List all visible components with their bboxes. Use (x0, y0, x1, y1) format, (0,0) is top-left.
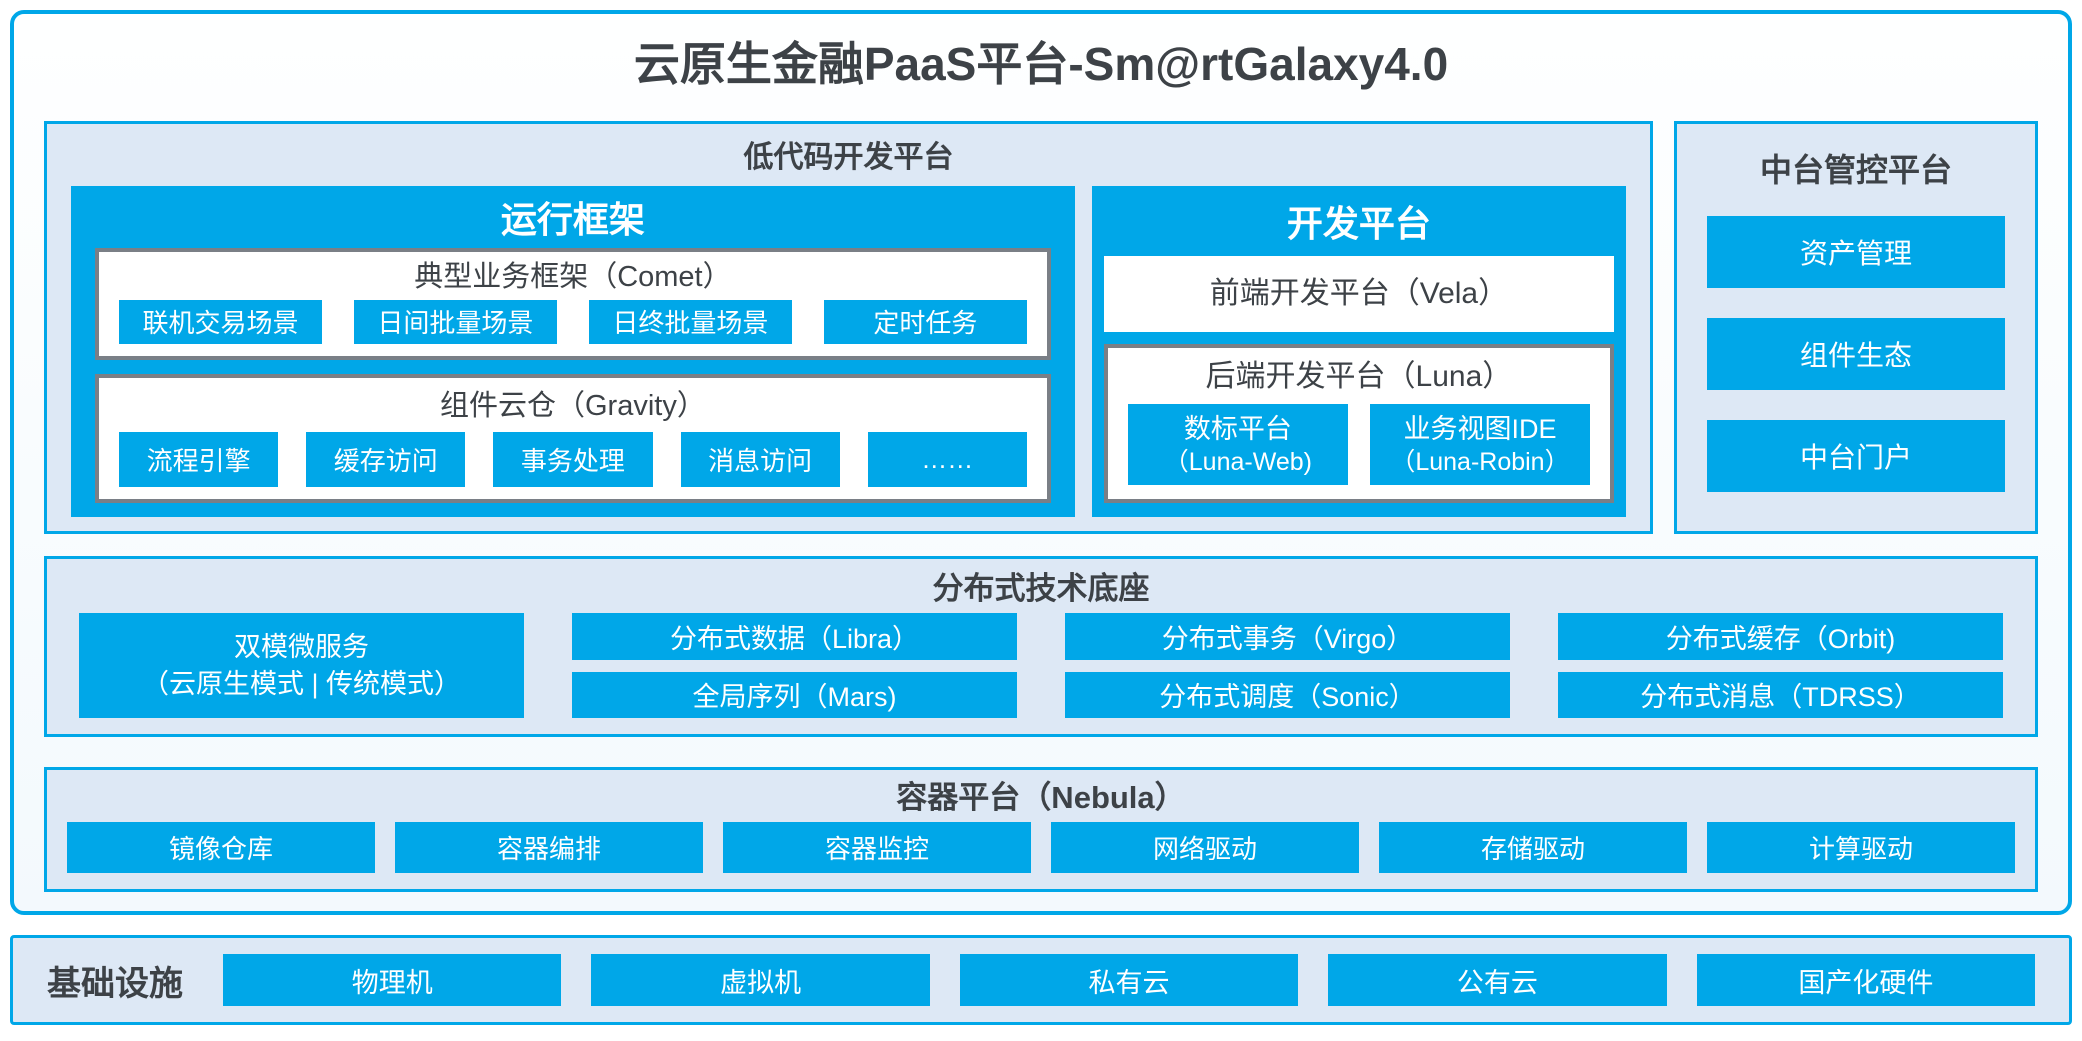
gravity-component-box: 组件云仓（Gravity） 流程引擎 缓存访问 事务处理 消息访问 …… (95, 373, 1051, 503)
distributed-col-dual-mode: 双模微服务 （云原生模式 | 传统模式） (79, 613, 524, 718)
dev-platform-block: 开发平台 前端开发平台（Vela） 后端开发平台（Luna） 数标平台 （Lun… (1091, 186, 1626, 517)
runtime-framework-title: 运行框架 (500, 199, 645, 240)
container-platform-panel: 容器平台（Nebula） 镜像仓库 容器编排 容器监控 网络驱动 存储驱动 计算… (44, 767, 2038, 892)
infrastructure-panel: 基础设施 物理机 虚拟机 私有云 公有云 国产化硬件 (10, 935, 2072, 1025)
block-cache-access: 缓存访问 (306, 431, 466, 487)
block-online-transaction-scenario: 联机交易场景 (119, 300, 322, 344)
block-container-monitoring: 容器监控 (723, 822, 1031, 873)
block-network-driver: 网络驱动 (1051, 822, 1359, 873)
block-frontend-vela: 前端开发平台（Vela） (1103, 256, 1614, 332)
luna-web-line2: （Luna-Web) (1163, 447, 1312, 476)
block-scheduled-task: 定时任务 (823, 300, 1027, 344)
comet-framework-box: 典型业务框架（Comet） 联机交易场景 日间批量场景 日终批量场景 定时任务 (95, 248, 1051, 360)
block-public-cloud: 公有云 (1328, 954, 1667, 1006)
gravity-items-row: 流程引擎 缓存访问 事务处理 消息访问 …… (119, 431, 1027, 487)
midplatform-header: 中台管控平台 (1759, 152, 1952, 188)
distributed-grid: 双模微服务 （云原生模式 | 传统模式） 分布式数据（Libra） 全局序列（M… (79, 613, 2003, 718)
container-platform-header: 容器平台（Nebula） (896, 780, 1186, 815)
block-container-orchestration: 容器编排 (395, 822, 703, 873)
lowcode-body: 运行框架 典型业务框架（Comet） 联机交易场景 日间批量场景 日终批量场景 … (71, 186, 1626, 517)
block-distributed-scheduling-sonic: 分布式调度（Sonic） (1065, 671, 1510, 718)
block-component-ecosystem: 组件生态 (1707, 318, 2005, 390)
block-dual-mode-microservice: 双模微服务 （云原生模式 | 传统模式） (79, 613, 524, 718)
block-daytime-batch-scenario: 日间批量场景 (353, 300, 557, 344)
luna-backend-title: 后端开发平台（Luna） (1205, 360, 1513, 393)
block-more-ellipsis: …… (867, 431, 1027, 487)
block-global-sequence-mars: 全局序列（Mars) (572, 671, 1017, 718)
lowcode-platform-panel: 低代码开发平台 运行框架 典型业务框架（Comet） 联机交易场景 日间批量场景… (44, 121, 1653, 534)
block-image-registry: 镜像仓库 (67, 822, 375, 873)
block-distributed-cache-orbit: 分布式缓存（Orbit) (1558, 613, 2003, 660)
block-luna-web: 数标平台 （Luna-Web) (1127, 404, 1348, 485)
page-title: 云原生金融PaaS平台-Sm@rtGalaxy4.0 (633, 38, 1449, 90)
luna-items-row: 数标平台 （Luna-Web) 业务视图IDE （Luna-Robin） (1127, 404, 1591, 485)
block-message-access: 消息访问 (680, 431, 840, 487)
gravity-component-title: 组件云仓（Gravity） (439, 389, 706, 422)
block-process-engine: 流程引擎 (119, 431, 279, 487)
block-distributed-data-libra: 分布式数据（Libra） (572, 613, 1017, 660)
dual-mode-line1: 双模微服务 (234, 631, 369, 662)
block-compute-driver: 计算驱动 (1707, 822, 2015, 873)
midplatform-items: 资产管理 组件生态 中台门户 (1677, 192, 2035, 492)
luna-backend-box: 后端开发平台（Luna） 数标平台 （Luna-Web) 业务视图IDE （Lu… (1103, 344, 1614, 503)
block-transaction-processing: 事务处理 (493, 431, 653, 487)
block-domestic-hardware: 国产化硬件 (1696, 954, 2036, 1006)
infrastructure-label: 基础设施 (47, 964, 183, 1003)
midplatform-control-panel: 中台管控平台 资产管理 组件生态 中台门户 (1674, 121, 2038, 534)
comet-framework-title: 典型业务框架（Comet） (414, 261, 732, 293)
block-distributed-transaction-virgo: 分布式事务（Virgo） (1065, 613, 1510, 660)
luna-robin-line2: （Luna-Robin） (1390, 447, 1570, 476)
block-midplatform-portal: 中台门户 (1707, 420, 2005, 492)
block-physical-machine: 物理机 (223, 954, 562, 1006)
distributed-col-2: 分布式数据（Libra） 全局序列（Mars) (572, 613, 1017, 718)
comet-items-row: 联机交易场景 日间批量场景 日终批量场景 定时任务 (119, 300, 1027, 344)
lowcode-platform-header: 低代码开发平台 (743, 141, 954, 174)
runtime-framework-block: 运行框架 典型业务框架（Comet） 联机交易场景 日间批量场景 日终批量场景 … (71, 186, 1075, 517)
top-row: 低代码开发平台 运行框架 典型业务框架（Comet） 联机交易场景 日间批量场景… (44, 121, 2038, 534)
main-frame: 云原生金融PaaS平台-Sm@rtGalaxy4.0 低代码开发平台 运行框架 … (10, 10, 2072, 915)
block-virtual-machine: 虚拟机 (591, 954, 930, 1006)
luna-web-line1: 数标平台 (1183, 413, 1292, 444)
block-distributed-message-tdrss: 分布式消息（TDRSS） (1558, 671, 2003, 718)
block-asset-management: 资产管理 (1707, 216, 2005, 288)
block-storage-driver: 存储驱动 (1379, 822, 1687, 873)
distributed-tech-base-panel: 分布式技术底座 双模微服务 （云原生模式 | 传统模式） 分布式数据（Libra… (44, 556, 2038, 737)
block-luna-robin: 业务视图IDE （Luna-Robin） (1369, 404, 1591, 485)
block-private-cloud: 私有云 (959, 954, 1299, 1006)
distributed-col-3: 分布式事务（Virgo） 分布式调度（Sonic） (1065, 613, 1510, 718)
dual-mode-line2: （云原生模式 | 传统模式） (141, 668, 462, 699)
distributed-tech-base-header: 分布式技术底座 (932, 571, 1150, 606)
dev-platform-title: 开发平台 (1286, 203, 1431, 244)
block-eod-batch-scenario: 日终批量场景 (588, 300, 792, 344)
luna-robin-line1: 业务视图IDE (1403, 413, 1557, 444)
distributed-col-4: 分布式缓存（Orbit) 分布式消息（TDRSS） (1558, 613, 2003, 718)
container-platform-items: 镜像仓库 容器编排 容器监控 网络驱动 存储驱动 计算驱动 (67, 822, 2015, 873)
